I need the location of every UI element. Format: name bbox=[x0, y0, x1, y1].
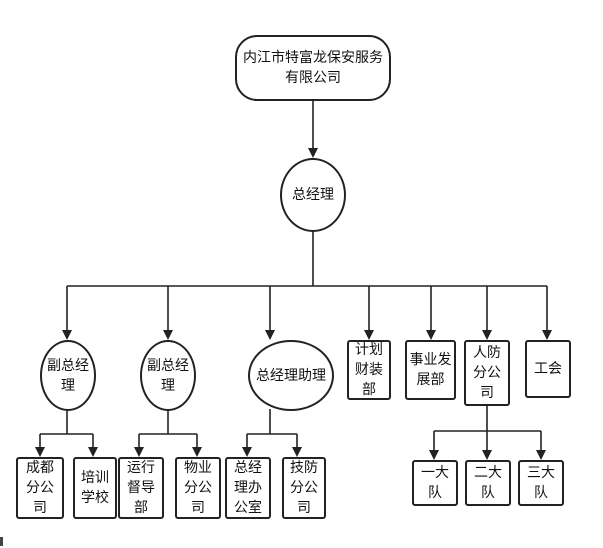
node-team-1[interactable]: 一大队 bbox=[412, 460, 458, 506]
node-team-2[interactable]: 二大队 bbox=[465, 460, 511, 506]
node-planning-finance-dept[interactable]: 计划财装部 bbox=[347, 340, 391, 400]
node-company[interactable]: 内江市特富龙保安服务有限公司 bbox=[235, 35, 391, 101]
node-deputy-manager-2[interactable]: 副总经理 bbox=[140, 340, 196, 411]
node-labor-union[interactable]: 工会 bbox=[525, 340, 571, 398]
node-gm-assistant[interactable]: 总经理助理 bbox=[248, 340, 334, 411]
node-tech-defense-branch[interactable]: 技防分公司 bbox=[282, 457, 326, 519]
node-general-manager[interactable]: 总经理 bbox=[280, 158, 346, 232]
node-training-school[interactable]: 培训学校 bbox=[73, 457, 117, 519]
edge-artifact bbox=[0, 537, 3, 546]
node-gm-office[interactable]: 总经理办公室 bbox=[225, 457, 271, 519]
node-property-branch[interactable]: 物业分公司 bbox=[175, 457, 221, 519]
node-civil-defense-branch[interactable]: 人防分公司 bbox=[464, 340, 510, 406]
node-chengdu-branch[interactable]: 成都分公司 bbox=[16, 457, 64, 519]
node-operations-supervision-dept[interactable]: 运行督导部 bbox=[118, 457, 164, 519]
node-team-3[interactable]: 三大队 bbox=[518, 460, 564, 506]
node-deputy-manager-1[interactable]: 副总经理 bbox=[40, 340, 96, 411]
node-business-development-dept[interactable]: 事业发展部 bbox=[405, 340, 456, 400]
